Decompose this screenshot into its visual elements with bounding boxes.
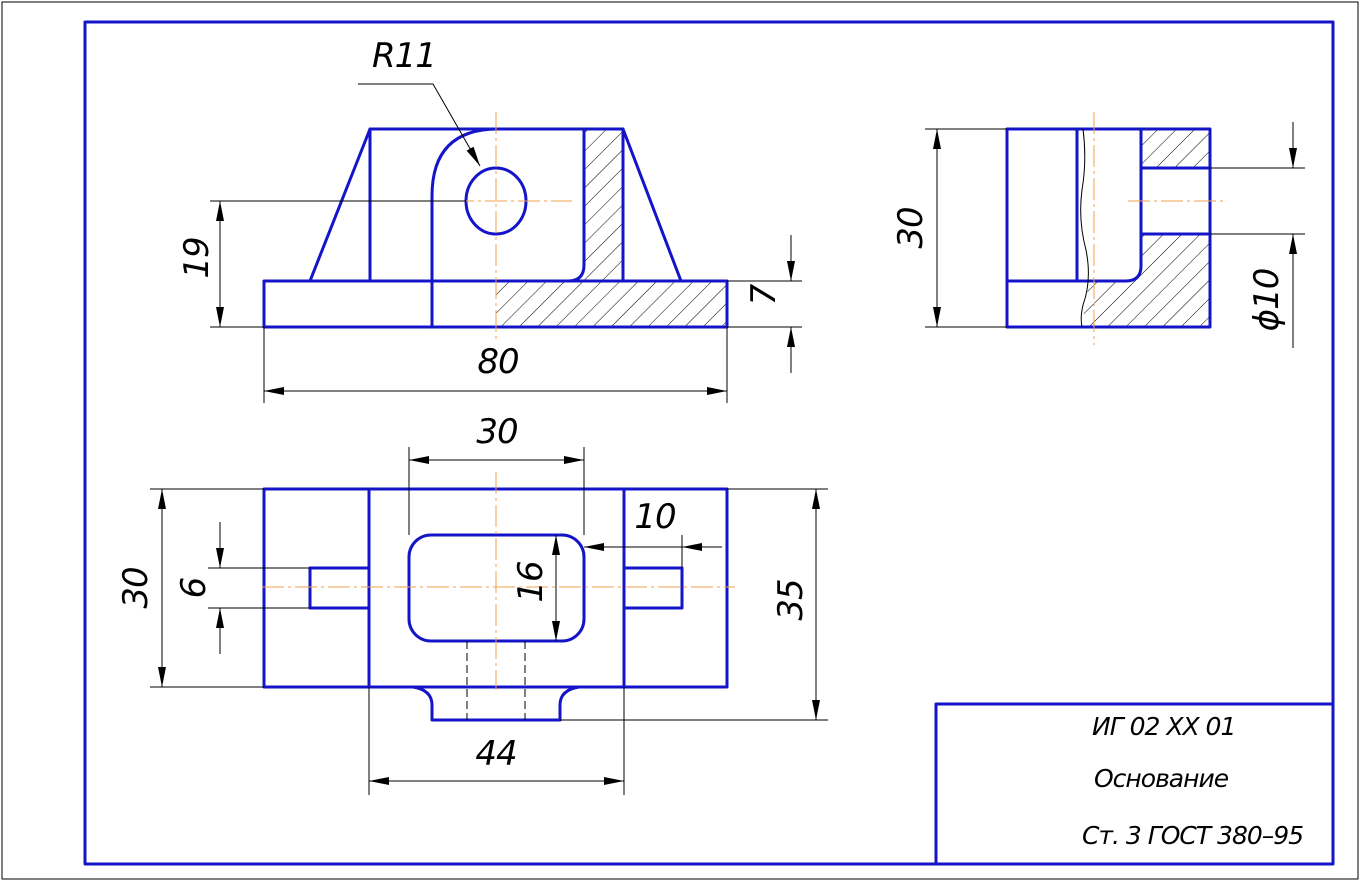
dim-44-text: 44 xyxy=(475,734,516,774)
title-material: Ст. 3 ГОСТ 380–95 xyxy=(1082,821,1303,850)
dim-80-text: 80 xyxy=(477,342,518,382)
dim-19-text: 19 xyxy=(177,237,217,278)
dim-30-side-text: 30 xyxy=(891,207,931,248)
side-view: 30 ϕ10 xyxy=(891,112,1305,348)
front-section-hatch xyxy=(496,129,727,327)
dim-10-text: 10 xyxy=(634,497,675,537)
top-lug-left xyxy=(308,566,371,610)
r11-leader xyxy=(358,83,481,167)
front-upright-arc xyxy=(430,127,500,329)
front-section-step xyxy=(494,127,586,283)
drawing-frame xyxy=(83,20,1335,866)
dim-7-text: 7 xyxy=(744,283,784,305)
dim-35-text: 35 xyxy=(771,579,811,620)
side-hatch-top xyxy=(1141,129,1210,168)
dim-16-text: 16 xyxy=(511,561,551,603)
side-break-line xyxy=(1080,128,1089,328)
dim-phi10-text: ϕ10 xyxy=(1247,269,1287,332)
top-boss xyxy=(411,685,581,722)
title-block-frame xyxy=(934,702,1335,866)
side-outline xyxy=(1005,127,1212,329)
title-designation: ИГ 02 ХХ 01 xyxy=(1092,712,1235,741)
title-part-name: Основание xyxy=(1094,764,1229,793)
side-hatch-bottom xyxy=(1082,234,1210,327)
top-view: 30 30 6 16 10 35 44 xyxy=(116,412,828,795)
top-lug-right xyxy=(622,566,684,610)
dim-r11-text: R11 xyxy=(372,36,436,76)
front-view: R11 19 80 7 xyxy=(177,36,802,403)
dim-6-text: 6 xyxy=(174,577,214,598)
dim-30-left-text: 30 xyxy=(116,567,156,608)
side-upright-right xyxy=(1124,127,1143,283)
title-block: ИГ 02 ХХ 01 Основание Ст. 3 ГОСТ 380–95 xyxy=(934,702,1335,866)
dim-30-top-text: 30 xyxy=(476,412,517,452)
